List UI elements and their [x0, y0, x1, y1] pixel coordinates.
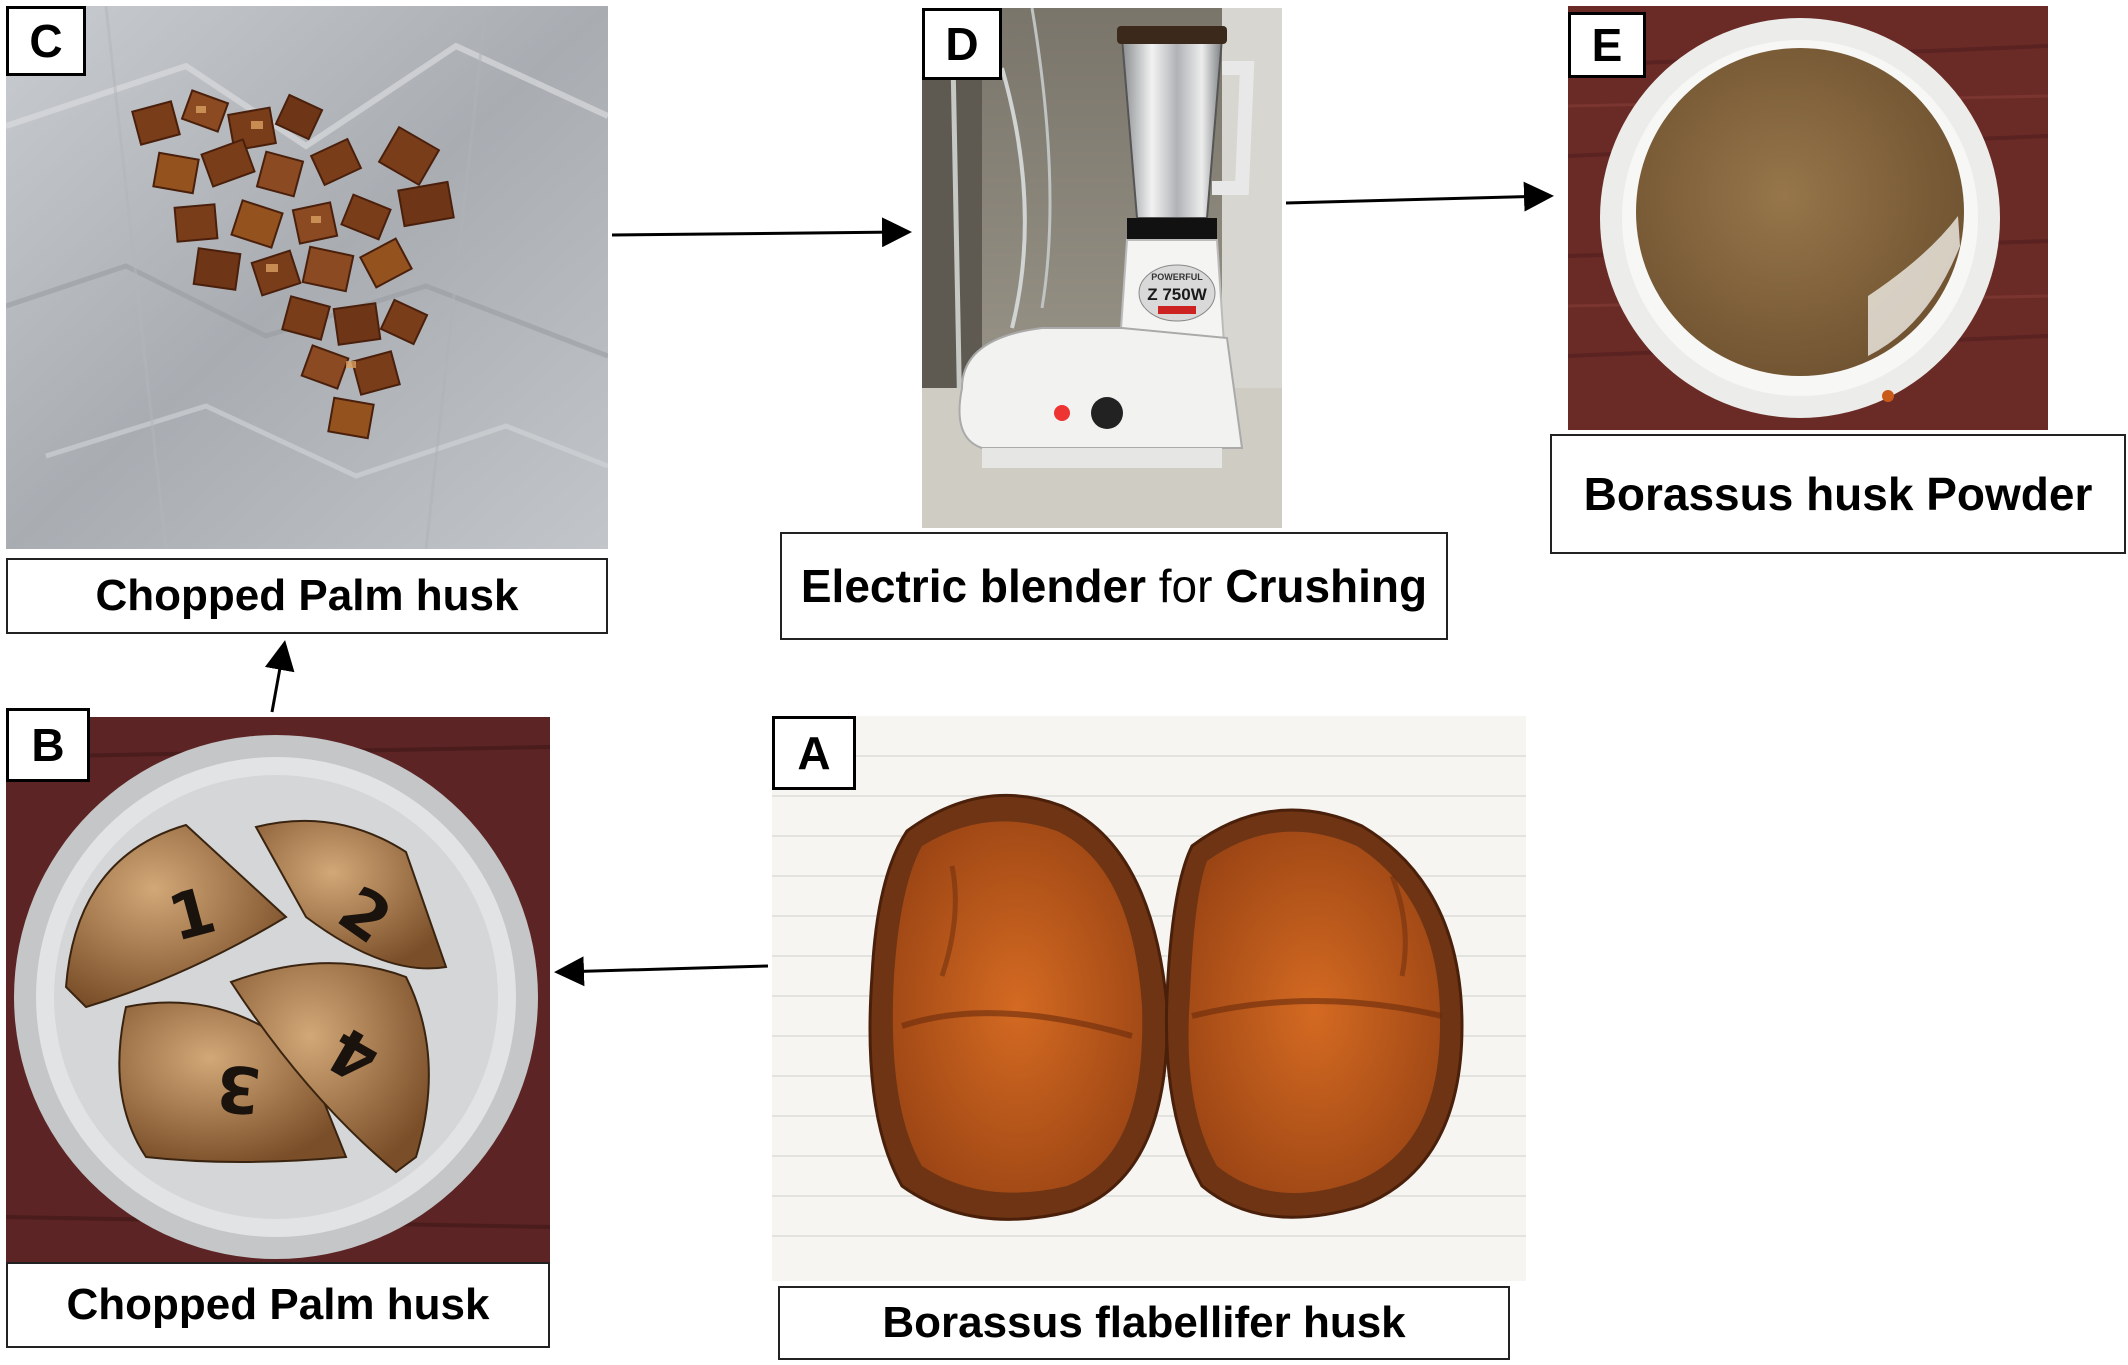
husk-powder-image [1568, 6, 2048, 430]
numbered-husk-pieces-image: 1 2 3 4 [6, 717, 550, 1262]
panel-b-photo: 1 2 3 4 [6, 717, 550, 1262]
panel-c-caption: Chopped Palm husk [6, 558, 608, 634]
blender-wattage-text: Z 750W [1147, 285, 1207, 304]
panel-d-caption: Electric blender for Crushing [780, 532, 1448, 640]
panel-e-photo [1568, 6, 2048, 430]
panel-a-letter: A [772, 716, 856, 790]
blender-badge: POWERFUL Z 750W [1138, 264, 1216, 322]
arrow-c-to-d [611, 217, 912, 248]
electric-blender-image: POWERFUL Z 750W [922, 8, 1282, 528]
panel-b-caption: Chopped Palm husk [6, 1262, 550, 1348]
arrow-d-to-e [1285, 181, 1554, 212]
chopped-husk-on-foil-image [6, 6, 608, 549]
arrow-a-to-b [554, 956, 769, 987]
husk-number-3: 3 [213, 1049, 264, 1127]
blender-brand-text: POWERFUL [1151, 272, 1203, 282]
panel-e-letter: E [1568, 12, 1646, 78]
panel-c-letter: C [6, 6, 86, 76]
caption-blender: Electric blender [800, 560, 1146, 612]
panel-d-letter: D [922, 8, 1002, 80]
caption-for: for [1158, 560, 1213, 612]
arrow-b-to-c [264, 640, 295, 713]
panel-a-photo [772, 716, 1526, 1281]
panel-e-caption: Borassus husk Powder [1550, 434, 2126, 554]
caption-crushing: Crushing [1225, 560, 1428, 612]
panel-a-caption: Borassus flabellifer husk [778, 1286, 1510, 1360]
panel-c-photo [6, 6, 608, 549]
borassus-husk-halves-image [772, 716, 1526, 1281]
panel-b-letter: B [6, 708, 90, 782]
panel-d-photo: POWERFUL Z 750W [922, 8, 1282, 528]
